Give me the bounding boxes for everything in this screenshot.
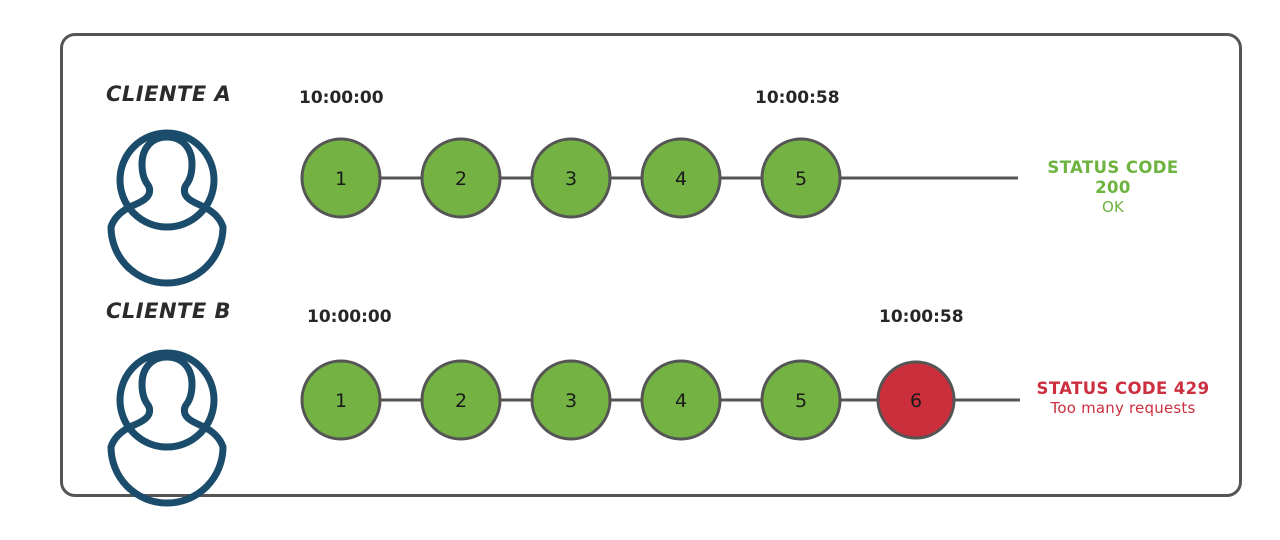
request-node-b-2[interactable]: 2 [420,359,502,441]
status-badge-a: STATUS CODE 200 OK [1028,158,1198,217]
status-code-b: STATUS CODE 429 [1036,379,1210,398]
request-node-a-2[interactable]: 2 [420,137,502,219]
timestamp-start-b: 10:00:00 [307,307,392,327]
request-node-b-5[interactable]: 5 [760,359,842,441]
timestamp-end-a: 10:00:58 [755,88,840,108]
request-node-b-1[interactable]: 1 [300,359,382,441]
status-badge-b: STATUS CODE 429 Too many requests [1028,379,1218,417]
diagram-frame [60,33,1242,497]
request-node-b-3[interactable]: 3 [530,359,612,441]
request-node-a-5[interactable]: 5 [760,137,842,219]
request-node-a-3[interactable]: 3 [530,137,612,219]
request-node-b-6[interactable]: 6 [876,360,956,440]
request-node-a-4[interactable]: 4 [640,137,722,219]
request-node-b-4[interactable]: 4 [640,359,722,441]
request-node-a-1[interactable]: 1 [300,137,382,219]
client-label-a: CLIENTE A [106,82,232,106]
timestamp-end-b: 10:00:58 [879,307,964,327]
client-label-b: CLIENTE B [106,299,232,323]
status-message-a: OK [1101,198,1125,217]
status-message-b: Too many requests [1050,399,1196,418]
timestamp-start-a: 10:00:00 [299,88,384,108]
status-code-a: STATUS CODE 200 [1047,158,1179,198]
